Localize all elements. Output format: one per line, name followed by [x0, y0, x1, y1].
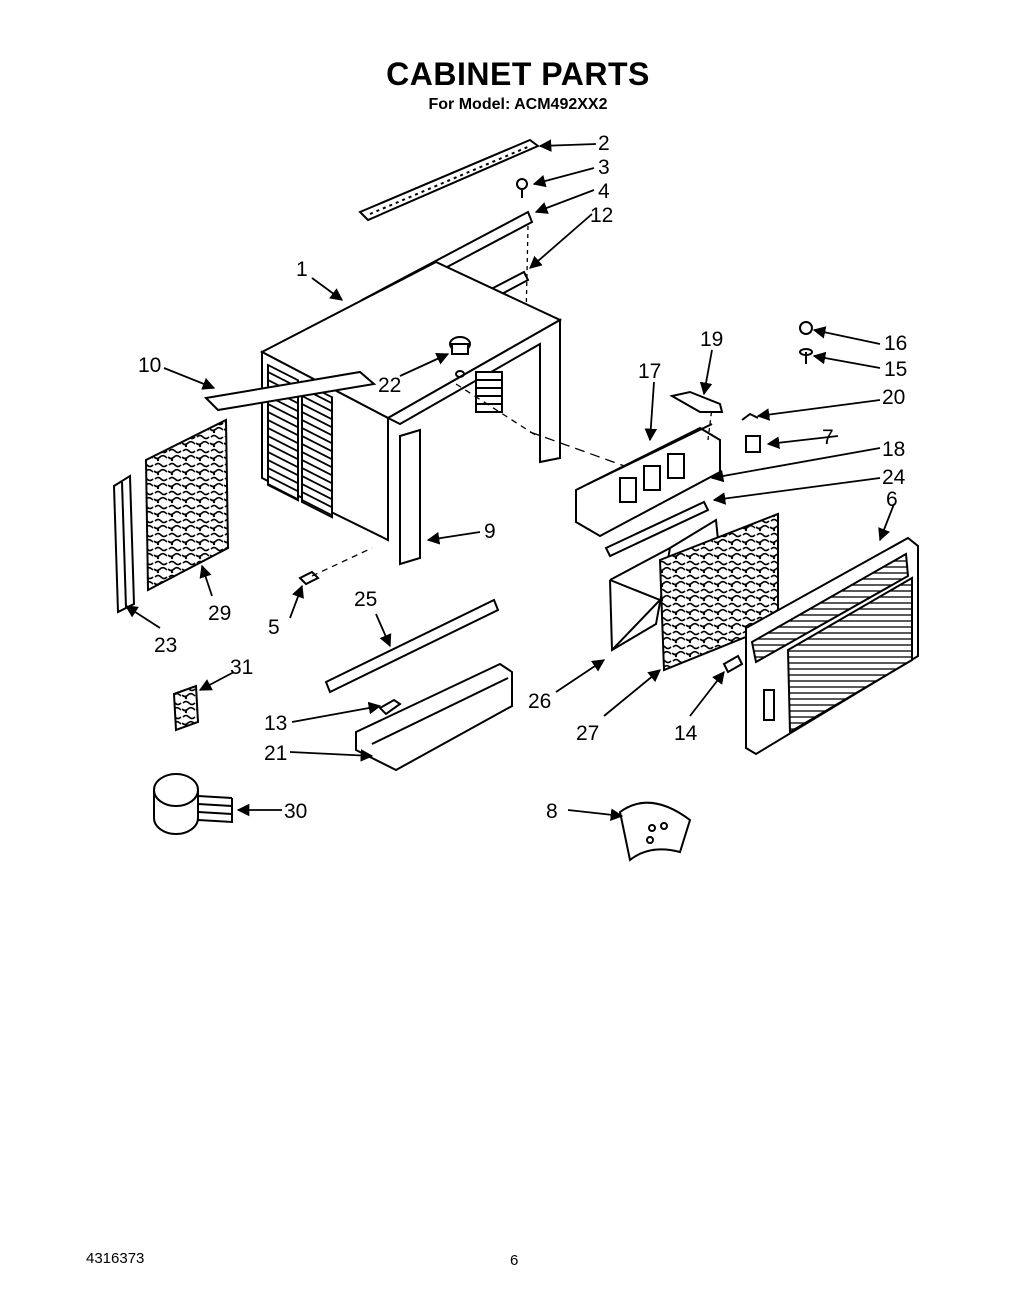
- part-19-bracket: [669, 390, 724, 413]
- part-20-clip: [741, 412, 759, 421]
- part-labels: 2 3 4 12 1 10 22 9 5 29 23 25 31 13 21 3…: [138, 132, 907, 823]
- part-23-side-bracket: [112, 474, 136, 614]
- part-7-block: [745, 435, 761, 453]
- label-4: 4: [598, 180, 610, 203]
- label-7: 7: [822, 426, 834, 449]
- part-3-screw: [516, 178, 528, 198]
- part-21-bottom-rail: [355, 662, 513, 772]
- label-22: 22: [378, 374, 401, 397]
- label-1: 1: [296, 258, 308, 281]
- label-16: 16: [884, 332, 907, 355]
- page-title: CABINET PARTS: [386, 56, 650, 92]
- part-22-knob: [449, 336, 471, 378]
- label-23: 23: [154, 634, 177, 657]
- part-2-top-rail: [358, 138, 540, 222]
- label-13: 13: [264, 712, 287, 735]
- part-25-foam-strip: [324, 598, 500, 694]
- part-31-pad: [172, 684, 200, 732]
- part-5-screw: [298, 547, 373, 586]
- part-24-foam-strip: [604, 500, 710, 558]
- label-2: 2: [598, 132, 610, 155]
- leader-lines: [124, 139, 895, 822]
- label-31: 31: [230, 656, 253, 679]
- label-8: 8: [546, 800, 558, 823]
- model-subtitle: For Model: ACM492XX2: [428, 96, 608, 113]
- part-30-tape-roll: [153, 773, 233, 835]
- label-6: 6: [886, 488, 898, 511]
- page-number: 6: [510, 1252, 519, 1269]
- label-3: 3: [598, 156, 610, 179]
- label-14: 14: [674, 722, 698, 745]
- label-24: 24: [882, 466, 906, 489]
- label-25: 25: [354, 588, 377, 611]
- part-8-hardware-bag: [618, 801, 692, 862]
- part-9-vertical-seal: [399, 428, 421, 566]
- part-13-screw: [378, 698, 402, 716]
- label-19: 19: [700, 328, 723, 351]
- label-15: 15: [884, 358, 907, 381]
- part-10-side-strip: [203, 370, 377, 412]
- label-5: 5: [268, 616, 280, 639]
- label-20: 20: [882, 386, 905, 409]
- label-26: 26: [528, 690, 551, 713]
- part-16-screw: [799, 321, 813, 335]
- label-21: 21: [264, 742, 287, 765]
- label-17: 17: [638, 360, 661, 383]
- part-6-front-grille: [745, 536, 919, 756]
- label-18: 18: [882, 438, 905, 461]
- part-15-washer: [799, 348, 813, 364]
- part-18-partition-assembly: [575, 407, 721, 538]
- document-number: 4316373: [86, 1250, 145, 1267]
- part-29-filter: [144, 418, 230, 592]
- label-29: 29: [208, 602, 231, 625]
- label-27: 27: [576, 722, 599, 745]
- label-12: 12: [590, 204, 613, 227]
- label-30: 30: [284, 800, 307, 823]
- label-10: 10: [138, 354, 161, 377]
- part-14-pin: [722, 654, 744, 674]
- label-9: 9: [484, 520, 496, 543]
